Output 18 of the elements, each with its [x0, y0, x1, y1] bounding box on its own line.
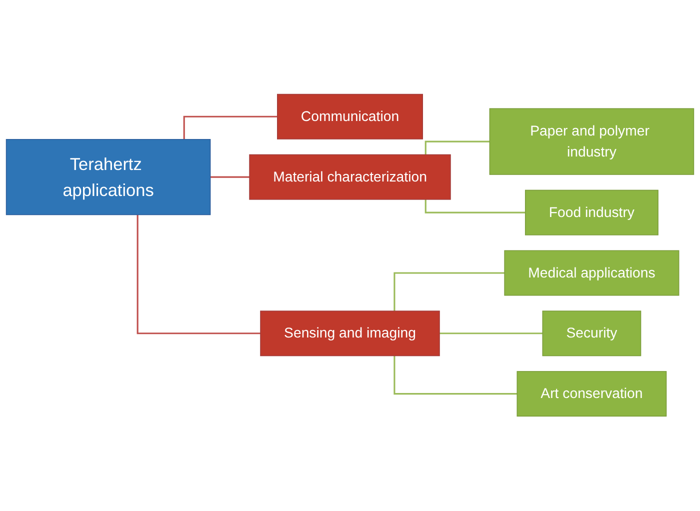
connector — [438, 332, 543, 334]
connector — [183, 116, 278, 140]
node-box — [6, 139, 211, 216]
node-box — [249, 154, 451, 200]
node-box — [504, 250, 680, 296]
node-box — [277, 94, 423, 140]
node-box — [516, 371, 667, 417]
node-box — [489, 108, 694, 176]
connector — [210, 176, 250, 178]
node-box — [542, 310, 642, 356]
connector — [394, 356, 518, 395]
tree-diagram: Terahertz applications Communication Material characterization Sensing and imaging Paper and polymer industry Food industry Medical applications Security Art conservation — [0, 88, 700, 423]
connector — [136, 214, 260, 334]
node-box — [524, 190, 658, 236]
node-box — [260, 310, 440, 356]
connector — [424, 200, 526, 214]
connector — [424, 141, 490, 155]
connector — [394, 272, 505, 312]
